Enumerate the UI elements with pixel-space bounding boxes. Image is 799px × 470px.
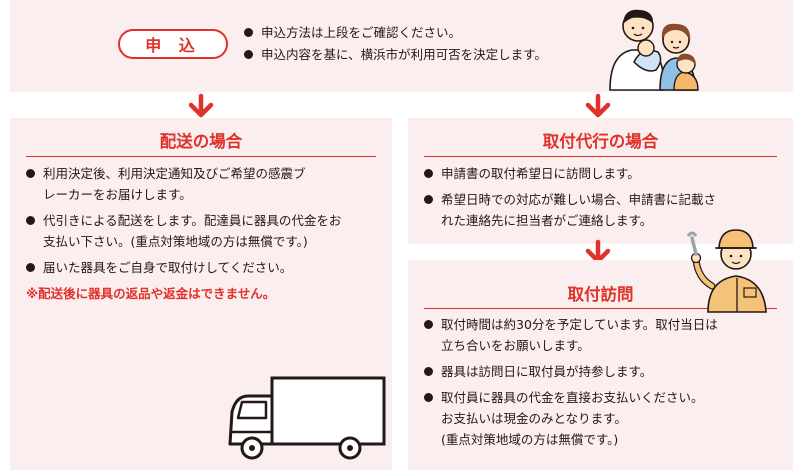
list-item: 取付時間は約30分を予定しています。取付当日は立ち合いをお願いします。	[424, 314, 786, 356]
arrow-down-icon	[585, 93, 611, 118]
application-note-1: 申込方法は上段をご確認ください。	[261, 25, 462, 40]
proxy-install-title-underline	[424, 156, 777, 157]
install-visit-title-underline	[424, 308, 777, 309]
bullet-icon	[424, 320, 433, 329]
application-notes: 申込方法は上段をご確認ください。 申込内容を基に、横浜市が利用可否を決定します。	[244, 22, 547, 66]
install-visit-list: 取付時間は約30分を予定しています。取付当日は立ち合いをお願いします。 器具は訪…	[424, 314, 786, 455]
list-item: 器具は訪問日に取付員が持参します。	[424, 361, 786, 382]
list-item: 取付員に器具の代金を直接お支払いください。お支払いは現金のみとなります。(重点対…	[424, 387, 786, 450]
delivery-title: 配送の場合	[159, 132, 243, 151]
list-item: 利用決定後、利用決定通知及びご希望の感震ブレーカーをお届けします。	[26, 163, 386, 205]
delivery-title-underline	[26, 156, 376, 157]
delivery-warning: ※配送後に器具の返品や返金はできません。	[26, 286, 276, 301]
bullet-icon	[26, 216, 35, 225]
bullet-icon	[424, 169, 433, 178]
bullet-icon	[26, 169, 35, 178]
list-item: 届いた器具をご自身で取付けしてください。	[26, 257, 386, 278]
family-illustration	[609, 9, 699, 91]
application-label: 申 込	[118, 29, 228, 59]
bullet-icon	[244, 28, 253, 37]
bullet-icon	[424, 367, 433, 376]
bullet-icon	[424, 195, 433, 204]
worker-illustration	[686, 229, 767, 313]
truck-illustration	[228, 376, 386, 460]
list-item: 申請書の取付希望日に訪問します。	[424, 163, 786, 184]
install-visit-title: 取付訪問	[567, 285, 634, 304]
list-item: 代引きによる配送をします。配達員に器具の代金をお支払い下さい。(重点対策地域の方…	[26, 210, 386, 252]
bullet-icon	[244, 50, 253, 59]
proxy-install-title: 取付代行の場合	[542, 132, 659, 151]
proxy-install-panel	[408, 118, 793, 244]
arrow-down-icon	[188, 93, 214, 118]
bullet-icon	[26, 263, 35, 272]
delivery-list: 利用決定後、利用決定通知及びご希望の感震ブレーカーをお届けします。 代引きによる…	[26, 163, 386, 304]
application-note-2: 申込内容を基に、横浜市が利用可否を決定します。	[261, 47, 547, 62]
bullet-icon	[424, 393, 433, 402]
list-item: 希望日時での対応が難しい場合、申請書に記載された連絡先に担当者がご連絡します。	[424, 189, 786, 231]
proxy-install-list: 申請書の取付希望日に訪問します。 希望日時での対応が難しい場合、申請書に記載され…	[424, 163, 786, 236]
